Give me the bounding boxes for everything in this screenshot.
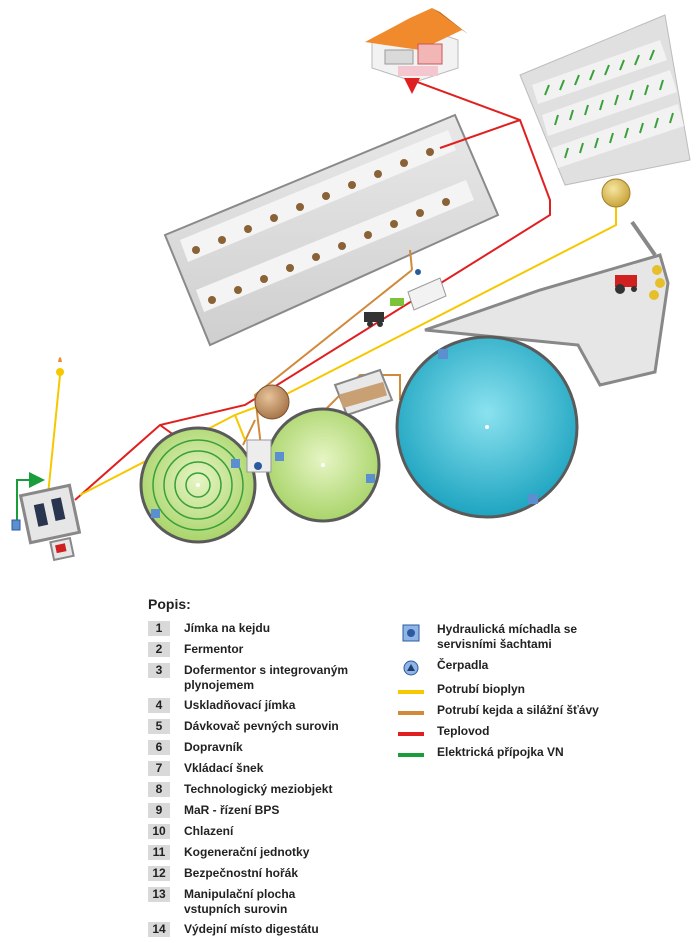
legend-label: Manipulační plocha vstupních surovin <box>184 887 296 916</box>
legend-symbol-item: Potrubí bioplyn <box>395 682 695 697</box>
legend-symbol-item: Hydraulická míchadla se servisními šacht… <box>395 622 695 652</box>
legend-label: Dopravník <box>184 740 243 754</box>
pump-station <box>246 439 272 473</box>
solid-feeder <box>364 269 447 327</box>
legend-label: Technologický meziobjekt <box>184 782 333 796</box>
legend-label: Fermentor <box>184 642 244 656</box>
legend-label: Vkládací šnek <box>184 761 264 775</box>
biogas-plant-diagram <box>11 8 691 562</box>
manipulation-area <box>424 220 670 387</box>
legend-item: 3 Dofermentor s integrovaným plynojemem <box>148 663 388 693</box>
legend-number: 3 <box>148 663 170 678</box>
legend-item: 6 Dopravník <box>148 740 388 756</box>
legend-number: 9 <box>148 803 170 818</box>
legend-title: Popis: <box>148 596 191 612</box>
legend-symbol-item: Elektrická přípojka VN <box>395 745 695 760</box>
fermentor <box>139 426 257 544</box>
legend-number: 14 <box>148 922 170 937</box>
pump-icon <box>403 660 419 676</box>
power-line <box>16 472 45 520</box>
post-fermentor <box>265 407 381 523</box>
legend-item: 5 Dávkovač pevných surovin <box>148 719 388 735</box>
legend-label: MaR - řízení BPS <box>184 803 280 817</box>
legend-label: Bezpečnostní hořák <box>184 866 299 880</box>
numbered-legend: 1 Jímka na kejdu 2 Fermentor 3 Dofermentor … <box>148 621 388 943</box>
heat-line-swatch <box>398 732 424 736</box>
legend-number: 12 <box>148 866 170 881</box>
cattle-barn <box>163 113 500 347</box>
legend-item: 12 Bezpečnostní hořák <box>148 866 388 882</box>
legend-item: 10 Chlazení <box>148 824 388 840</box>
legend-number: 11 <box>148 845 170 860</box>
legend-item: 4 Uskladňovací jímka <box>148 698 388 714</box>
legend-symbol-label: Teplovod <box>437 724 490 738</box>
symbol-legend: Hydraulická míchadla se servisními šacht… <box>395 622 695 766</box>
mixer-icon <box>402 624 420 642</box>
legend-item: 13 Manipulační plocha vstupních surovin <box>148 887 388 917</box>
tech-building <box>333 368 394 417</box>
flare-icon <box>56 357 64 376</box>
legend-number: 8 <box>148 782 170 797</box>
power-line-swatch <box>398 753 424 757</box>
legend-number: 5 <box>148 719 170 734</box>
legend-symbol-label: Potrubí bioplyn <box>437 682 525 696</box>
mixer-icon <box>275 452 284 461</box>
legend-number: 6 <box>148 740 170 755</box>
mixer-icon <box>231 459 240 468</box>
biogas-line-swatch <box>398 690 424 694</box>
legend-number: 2 <box>148 642 170 657</box>
house-icon <box>365 8 468 83</box>
legend-number: 7 <box>148 761 170 776</box>
legend-label: Kogenerační jednotky <box>184 845 310 859</box>
storage-tank <box>395 335 579 519</box>
legend-label: Dávkovač pevných surovin <box>184 719 339 733</box>
legend-label: Jímka na kejdu <box>184 621 271 635</box>
mixer-icon <box>151 509 160 518</box>
legend-item: 2 Fermentor <box>148 642 388 658</box>
legend-label: Uskladňovací jímka <box>184 698 296 712</box>
gas-sphere <box>601 178 631 208</box>
legend-symbol-item: Teplovod <box>395 724 695 739</box>
crop-field-image <box>519 14 691 186</box>
legend-symbol-label: Elektrická přípojka VN <box>437 745 564 759</box>
mixer-icon <box>438 349 448 359</box>
legend-item: 1 Jímka na kejdu <box>148 621 388 637</box>
legend-item: 14 Výdejní místo digestátu <box>148 922 388 938</box>
legend-number: 13 <box>148 887 170 902</box>
legend-number: 1 <box>148 621 170 636</box>
legend-item: 8 Technologický meziobjekt <box>148 782 388 798</box>
cooling-sphere <box>254 384 290 420</box>
legend-number: 10 <box>148 824 170 839</box>
legend-item: 11 Kogenerační jednotky <box>148 845 388 861</box>
legend-symbol-label: Hydraulická míchadla se servisními šacht… <box>437 622 578 651</box>
legend-item: 7 Vkládací šnek <box>148 761 388 777</box>
legend-symbol-label: Čerpadla <box>437 658 489 672</box>
legend-symbol-item: Čerpadla <box>395 658 695 676</box>
slurry-line-swatch <box>398 711 424 715</box>
legend-number: 4 <box>148 698 170 713</box>
mixer-icon <box>366 474 375 483</box>
mixer-icon <box>528 494 538 504</box>
legend-label: Výdejní místo digestátu <box>184 922 319 936</box>
legend-label: Dofermentor s integrovaným plynojemem <box>184 663 349 692</box>
legend-item: 9 MaR - řízení BPS <box>148 803 388 819</box>
tractor-icon <box>615 265 665 300</box>
legend-symbol-label: Potrubí kejda a silážní šťávy <box>437 703 599 717</box>
legend-label: Chlazení <box>184 824 234 838</box>
cogeneration-unit <box>11 483 82 562</box>
legend-symbol-item: Potrubí kejda a silážní šťávy <box>395 703 695 718</box>
